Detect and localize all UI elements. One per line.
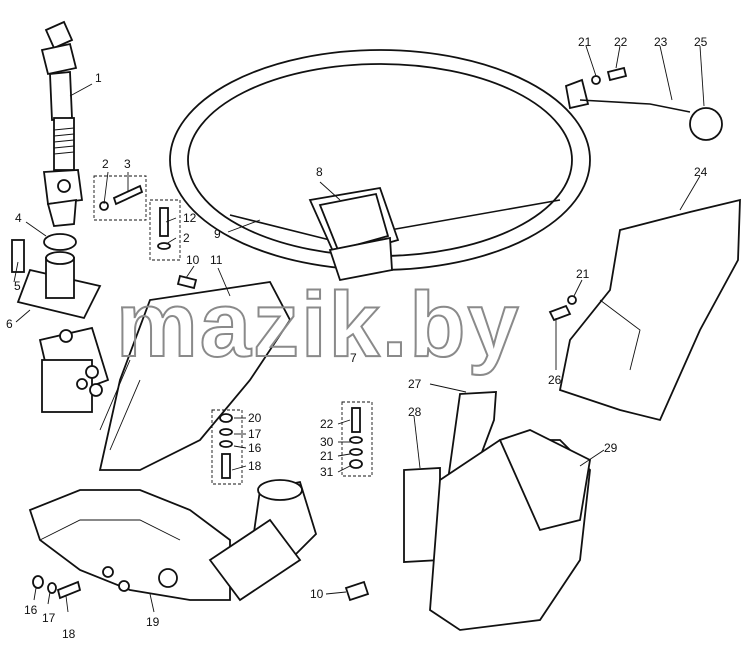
steering-shaft-part-1 bbox=[40, 20, 84, 227]
callout-label: 30 bbox=[320, 435, 334, 449]
side-panel-part-24 bbox=[558, 198, 741, 422]
bushing-bracket-plate-4-5-6 bbox=[11, 233, 102, 320]
callout-label: 26 bbox=[548, 373, 562, 387]
callout-label: 8 bbox=[316, 165, 323, 179]
steering-wheel-part-9 bbox=[169, 49, 591, 282]
callout-label: 22 bbox=[614, 35, 628, 49]
callout-label: 29 bbox=[604, 441, 618, 455]
callout-label: 20 bbox=[248, 411, 262, 425]
watermark-text: mazik.by bbox=[116, 274, 521, 376]
column-cover-part-11 bbox=[98, 281, 292, 471]
callout-label: 12 bbox=[183, 211, 197, 225]
callout-label: 16 bbox=[24, 603, 38, 617]
callout-label: 17 bbox=[248, 427, 262, 441]
callout-label: 1 bbox=[95, 71, 102, 85]
callout-label: 10 bbox=[310, 587, 324, 601]
callout-label: 22 bbox=[320, 417, 334, 431]
callout-label: 18 bbox=[248, 459, 262, 473]
mounting-frame-part-19 bbox=[28, 479, 318, 602]
bolt-washer-parts-2-3 bbox=[93, 175, 147, 221]
fastener-stack-22-30-21-31 bbox=[341, 401, 373, 477]
hydraulic-steering-unit bbox=[38, 326, 110, 413]
callout-label: 31 bbox=[320, 465, 334, 479]
callout-label: 7 bbox=[350, 351, 357, 365]
callout-label: 21 bbox=[576, 267, 590, 281]
callout-label: 2 bbox=[102, 157, 109, 171]
callout-label: 21 bbox=[578, 35, 592, 49]
bolt-part-10-lower bbox=[344, 580, 370, 602]
callout-label: 19 bbox=[146, 615, 160, 629]
bolt-washer-parts-12-2 bbox=[149, 199, 181, 261]
callout-label: 16 bbox=[248, 441, 262, 455]
callout-label: 2 bbox=[183, 231, 190, 245]
callout-labels: 1 2 3 4 12 2 5 6 10 11 8 9 7 21 22 23 25… bbox=[6, 35, 708, 641]
fastener-stack-20-17-16-18 bbox=[211, 409, 243, 485]
callout-label: 28 bbox=[408, 405, 422, 419]
callout-label: 23 bbox=[654, 35, 668, 49]
callout-label: 5 bbox=[14, 279, 21, 293]
callout-label: 17 bbox=[42, 611, 56, 625]
callout-label: 21 bbox=[320, 449, 334, 463]
callout-label: 25 bbox=[694, 35, 708, 49]
callout-label: 4 bbox=[15, 211, 22, 225]
bolt-part-10-upper bbox=[176, 274, 198, 290]
callout-label: 18 bbox=[62, 627, 76, 641]
column-cover-part-29 bbox=[429, 429, 591, 631]
callout-label: 11 bbox=[210, 253, 223, 267]
leader-lines bbox=[13, 45, 705, 613]
lever-assembly-parts-21-22-23-25 bbox=[564, 66, 723, 141]
callout-label: 27 bbox=[408, 377, 422, 391]
callout-label: 10 bbox=[186, 253, 200, 267]
fastener-stack-16-17-18-lower bbox=[32, 575, 82, 600]
callout-label: 24 bbox=[694, 165, 708, 179]
bolt-parts-21-26 bbox=[548, 295, 577, 322]
callout-label: 3 bbox=[124, 157, 131, 171]
callout-label: 9 bbox=[214, 227, 221, 241]
callout-label: 6 bbox=[6, 317, 13, 331]
